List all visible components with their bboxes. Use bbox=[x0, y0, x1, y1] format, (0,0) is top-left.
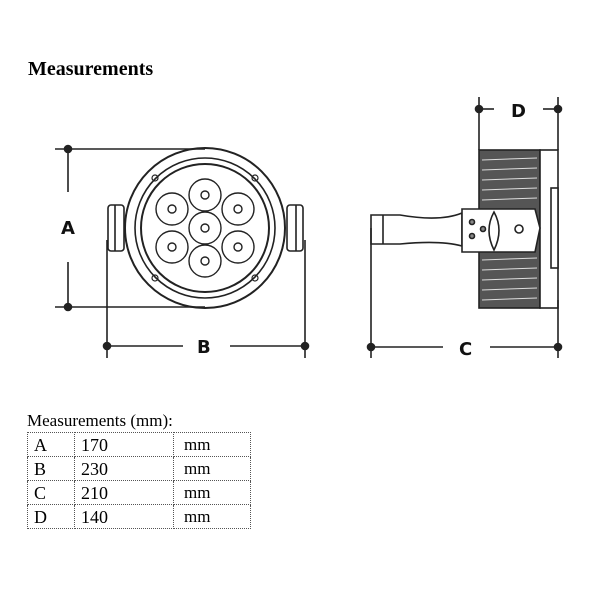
table-row: A 170 mm bbox=[27, 432, 251, 457]
dimension-label-d: D bbox=[511, 101, 526, 122]
side-view bbox=[370, 149, 559, 309]
dimension-unit: mm bbox=[173, 456, 251, 481]
table-caption: Measurements (mm): bbox=[27, 411, 173, 430]
dimension-key: B bbox=[27, 456, 75, 481]
dimension-key: C bbox=[27, 480, 75, 505]
page-title: Measurements bbox=[28, 58, 154, 80]
dimension-key: A bbox=[27, 432, 75, 457]
dimension-value: 230 bbox=[74, 456, 174, 481]
dimension-unit: mm bbox=[173, 504, 251, 529]
dimension-label-a: A bbox=[61, 218, 75, 239]
table-row: D 140 mm bbox=[27, 504, 251, 529]
dimension-label-c: C bbox=[459, 339, 472, 360]
dimension-d bbox=[474, 97, 563, 150]
led-lenses bbox=[155, 178, 255, 278]
table-row: C 210 mm bbox=[27, 480, 251, 505]
dimension-unit: mm bbox=[173, 432, 251, 457]
dimension-label-b: B bbox=[197, 337, 211, 358]
dimension-value: 170 bbox=[74, 432, 174, 457]
dimension-unit: mm bbox=[173, 480, 251, 505]
dimension-key: D bbox=[27, 504, 75, 529]
front-view bbox=[107, 147, 304, 309]
dimension-b bbox=[102, 240, 310, 358]
dimension-a bbox=[55, 144, 205, 312]
table-row: B 230 mm bbox=[27, 456, 251, 481]
dimension-c bbox=[366, 228, 563, 358]
measurements-table: A 170 mm B 230 mm C 210 mm D 140 mm bbox=[27, 432, 251, 529]
dimension-value: 140 bbox=[74, 504, 174, 529]
dimension-value: 210 bbox=[74, 480, 174, 505]
